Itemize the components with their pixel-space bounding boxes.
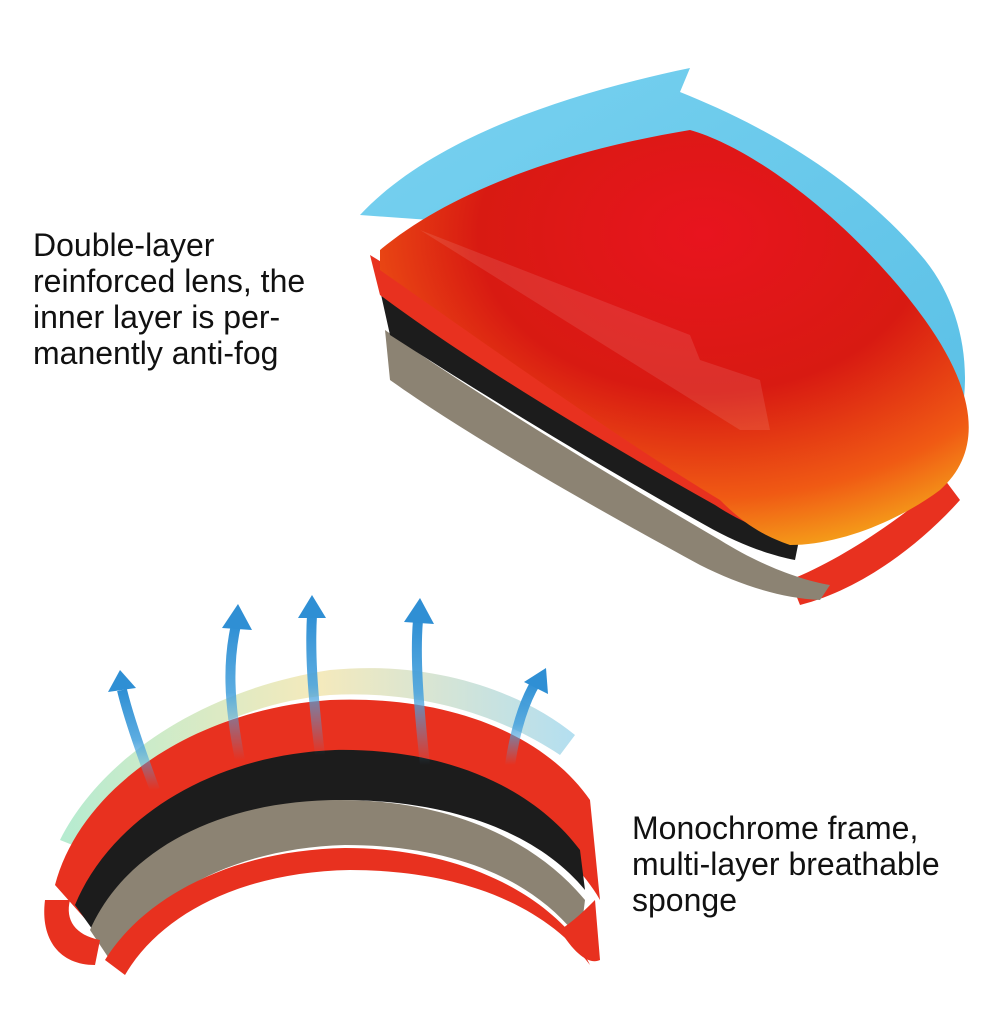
arrow-head-icon: [298, 595, 326, 618]
arrow-head-icon: [404, 598, 434, 624]
airflow-arrow-icon: [505, 679, 541, 766]
frame-outer: [55, 699, 600, 930]
caption-line: sponge: [632, 882, 737, 918]
airflow-arrows: [108, 595, 548, 792]
caption-line: Monochrome frame,: [632, 810, 919, 846]
airflow-arrow-icon: [306, 614, 325, 756]
strap-right: [560, 900, 600, 962]
airflow-arrow-icon: [117, 688, 160, 792]
arrow-head-icon: [108, 670, 136, 692]
airflow-arrow-icon: [225, 623, 245, 761]
lens-feature-caption: Double-layer reinforced lens, the inner …: [33, 227, 305, 371]
frame-bottom: [105, 848, 590, 975]
inner-lens-layer: [380, 130, 969, 545]
foam-grey-arch: [90, 800, 585, 960]
caption-line: manently anti-fog: [33, 335, 279, 371]
airflow-arrow-icon: [411, 619, 430, 766]
arrow-head-icon: [222, 604, 252, 630]
strap-left: [44, 900, 100, 965]
strap: [790, 480, 960, 605]
caption-line: multi-layer breathable: [632, 846, 940, 882]
caption-line: reinforced lens, the: [33, 263, 306, 299]
foam-black-arch: [75, 749, 585, 940]
caption-line: inner layer is per-: [33, 299, 281, 335]
foam-grey: [385, 330, 830, 600]
frame-feature-caption: Monochrome frame, multi-layer breathable…: [632, 810, 940, 918]
caption-line: Double-layer: [33, 227, 215, 263]
arrow-head-icon: [524, 668, 548, 694]
lens-notch: [420, 230, 770, 430]
outer-lens-layer: [360, 68, 965, 440]
